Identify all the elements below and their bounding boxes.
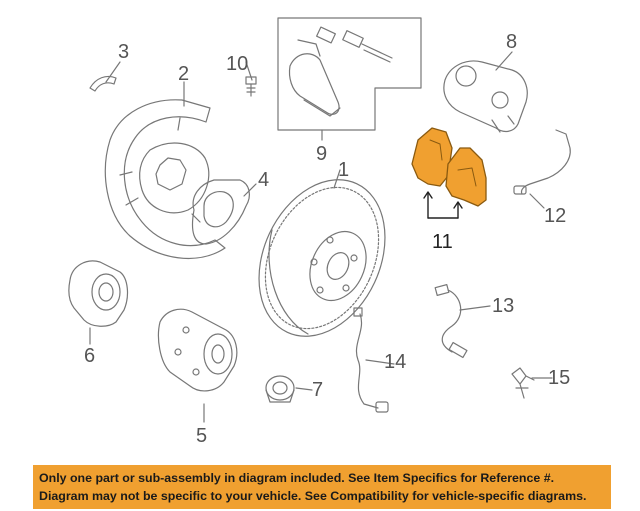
part-10-bolt [245, 76, 257, 97]
callout-9: 9 [316, 143, 327, 165]
part-1-rotor [258, 179, 386, 337]
disclaimer-banner: Only one part or sub-assembly in diagram… [33, 465, 611, 509]
callout-3: 3 [118, 41, 129, 63]
callout-1: 1 [338, 159, 349, 181]
callout-7: 7 [312, 379, 323, 401]
parts-diagram: 3 2 10 8 9 4 1 11 12 13 6 14 15 7 5 [68, 17, 571, 447]
callout-5: 5 [196, 425, 207, 447]
disclaimer-line-1: Only one part or sub-assembly in diagram… [39, 471, 555, 485]
callout-14: 14 [384, 351, 406, 373]
part-6-bearing [68, 260, 129, 327]
part-9-caliper-bracket-box [277, 17, 422, 131]
callout-4: 4 [258, 169, 269, 191]
disclaimer-line-2: Diagram may not be specific to your vehi… [39, 489, 587, 503]
callout-2: 2 [178, 63, 189, 85]
part-8-caliper [443, 60, 528, 133]
part-11-brake-pads [411, 127, 487, 219]
part-7-nut [265, 375, 295, 403]
callout-11: 11 [432, 231, 453, 253]
callout-10: 10 [226, 53, 248, 75]
part-14-abs-sensor [353, 307, 389, 413]
part-12-wear-sensor [513, 129, 571, 195]
callout-12: 12 [544, 205, 566, 227]
part-2-backing-plate [104, 99, 226, 260]
callout-8: 8 [506, 31, 517, 53]
part-5-hub [157, 308, 238, 392]
part-4-spacer [191, 179, 250, 245]
part-15-clips [511, 367, 535, 399]
part-3-clip [89, 75, 117, 92]
callout-15: 15 [548, 367, 570, 389]
callout-13: 13 [492, 295, 514, 317]
leader-lines [89, 51, 553, 423]
part-13-brake-hose [434, 283, 468, 359]
callout-6: 6 [84, 345, 95, 367]
